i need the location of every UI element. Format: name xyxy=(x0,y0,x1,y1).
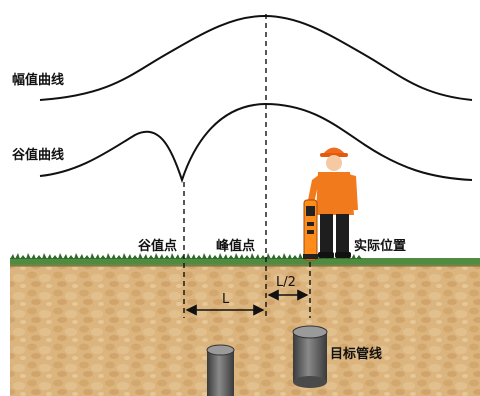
pipe-target xyxy=(292,325,328,388)
peak-point-label: 峰值点 xyxy=(216,238,255,254)
valley-curve xyxy=(39,102,473,184)
valley-curve-label: 谷值曲线 xyxy=(12,147,64,163)
target-pipe-label: 目标管线 xyxy=(330,346,382,362)
actual-position-label: 实际位置 xyxy=(354,238,406,254)
dim-L-label: L xyxy=(222,292,230,307)
pipe-small xyxy=(206,344,235,396)
dim-half-L-label: L/2 xyxy=(276,275,296,290)
surveyor-person xyxy=(307,147,358,258)
amplitude-curve xyxy=(39,14,473,101)
valley-point-label: 谷值点 xyxy=(138,238,177,254)
locator-instrument xyxy=(303,199,318,261)
amplitude-curve-label: 幅值曲线 xyxy=(12,72,64,88)
soil xyxy=(10,263,480,396)
grass xyxy=(10,253,480,267)
